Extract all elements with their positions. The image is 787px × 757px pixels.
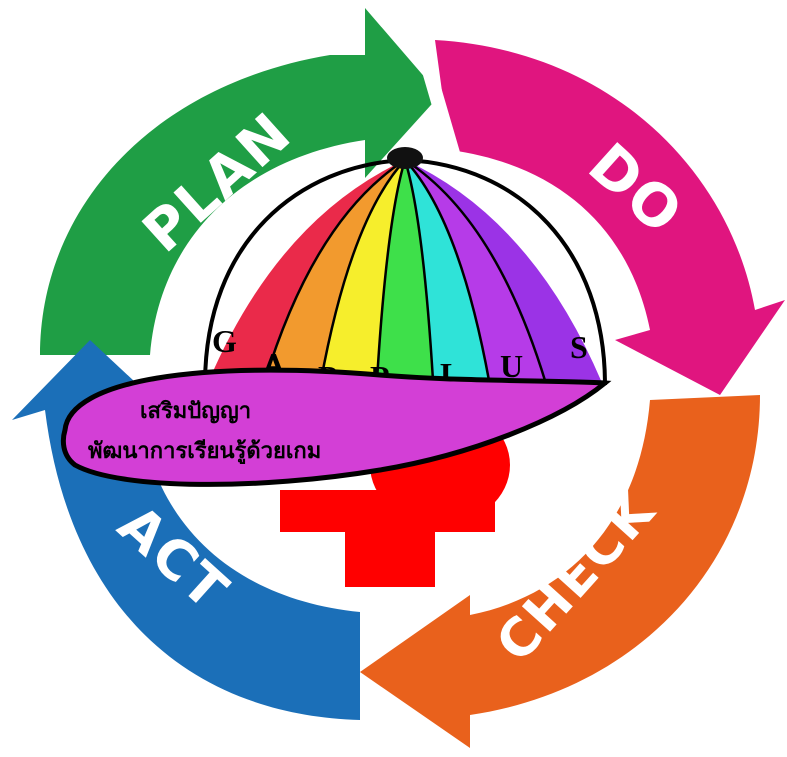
cap-brim: เสริมปัญญา พัฒนาการเรียนรู้ด้วยเกม xyxy=(60,367,612,487)
cap-panel xyxy=(405,160,605,385)
cap-seam xyxy=(375,159,407,391)
brim-text-line2: พัฒนาการเรียนรู้ด้วยเกม xyxy=(88,439,321,465)
cap-panel xyxy=(205,160,405,385)
cap-seams xyxy=(260,158,550,391)
brim-text-line1: เสริมปัญญา xyxy=(140,399,251,424)
plan-arrow xyxy=(40,8,440,355)
cap-dome-panels xyxy=(205,160,605,385)
cap-panel xyxy=(405,160,548,385)
cap-panel xyxy=(319,160,405,385)
cap-seam xyxy=(404,158,550,391)
check-arrow xyxy=(360,395,760,748)
cycle-separator xyxy=(413,38,462,162)
cap-letter: U xyxy=(500,348,523,384)
cap-panel xyxy=(405,160,491,385)
cap-letter: G xyxy=(212,323,237,359)
cap-seam xyxy=(318,159,406,391)
cap-panel xyxy=(376,160,434,385)
cap-button xyxy=(387,147,423,169)
cap-seam xyxy=(404,159,492,391)
cap-panel xyxy=(262,160,405,385)
brim-shape xyxy=(60,367,612,487)
do-arrow xyxy=(435,40,785,395)
cap-seam xyxy=(260,158,406,391)
cap: GAPPLUS xyxy=(203,147,607,395)
cap-seam xyxy=(403,159,435,391)
cap-letter: S xyxy=(570,329,588,365)
